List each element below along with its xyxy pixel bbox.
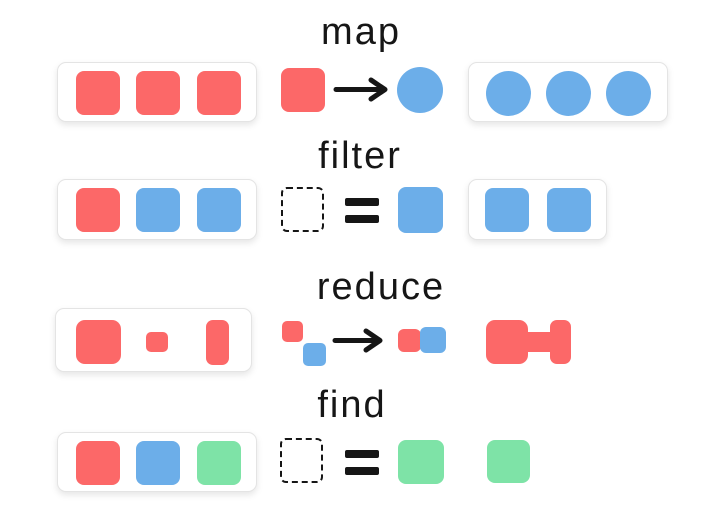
green-square xyxy=(197,441,241,485)
placeholder-dashed-square xyxy=(280,438,323,483)
blue-square xyxy=(485,188,529,232)
green-square xyxy=(487,440,530,483)
blue-square-small xyxy=(303,343,326,366)
blue-square xyxy=(398,187,443,233)
blue-circle xyxy=(606,71,651,116)
red-merged-dumbbell-shape xyxy=(486,320,571,364)
blue-square xyxy=(136,441,180,485)
red-square xyxy=(197,71,241,115)
blue-square xyxy=(197,188,241,232)
red-square xyxy=(76,188,120,232)
filter-input-array xyxy=(57,179,257,240)
red-square-small xyxy=(282,321,303,342)
red-connector xyxy=(520,332,552,352)
find-input-array xyxy=(57,432,257,492)
row-title-filter: filter xyxy=(318,135,402,177)
green-square xyxy=(398,440,444,484)
red-square xyxy=(76,71,120,115)
blue-square xyxy=(547,188,591,232)
map-output-array xyxy=(468,62,668,122)
row-title-map: map xyxy=(321,11,401,53)
equals-icon xyxy=(345,198,379,223)
equals-bar xyxy=(345,215,379,223)
red-square-large xyxy=(76,320,121,364)
equals-bar xyxy=(345,450,379,458)
red-square-small xyxy=(398,329,421,352)
red-square xyxy=(136,71,180,115)
blue-square xyxy=(136,188,180,232)
equals-bar xyxy=(345,467,379,475)
equals-icon xyxy=(345,450,379,475)
blue-circle xyxy=(486,71,531,116)
red-rect-tall xyxy=(550,320,571,364)
arrow-right-icon xyxy=(332,328,383,353)
red-rect-tall xyxy=(206,320,229,365)
red-square-small xyxy=(146,332,168,352)
equals-bar xyxy=(345,198,379,206)
arrow-right-icon xyxy=(333,77,388,102)
blue-circle xyxy=(546,71,591,116)
row-title-find: find xyxy=(317,384,387,426)
filter-output-array xyxy=(468,179,607,240)
blue-square-small xyxy=(420,327,446,353)
row-title-reduce: reduce xyxy=(316,266,446,308)
reduce-input-array xyxy=(55,308,252,372)
placeholder-dashed-square xyxy=(281,187,324,232)
map-input-array xyxy=(57,62,257,122)
blue-circle xyxy=(397,67,443,113)
red-square xyxy=(281,68,325,112)
red-square xyxy=(76,441,120,485)
